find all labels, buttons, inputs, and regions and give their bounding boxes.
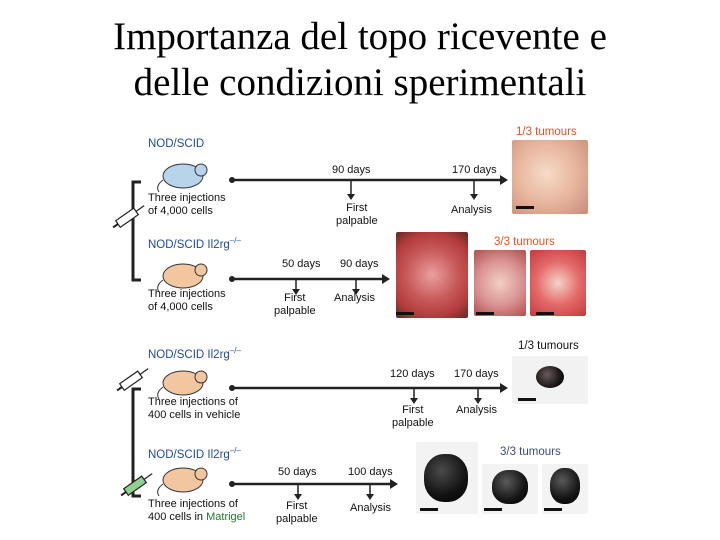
scale-bar-4c — [544, 508, 562, 511]
tumour-count-4: 3/3 tumours — [500, 446, 561, 458]
tumour-count-3: 1/3 tumours — [518, 340, 579, 352]
slide-title: Importanza del topo ricevente e delle co… — [0, 14, 720, 106]
tumour-photo-4a — [416, 442, 478, 514]
tumour-count-2: 3/3 tumours — [494, 236, 555, 248]
syringe-icon-1 — [111, 202, 147, 230]
strain-label-2: NOD/SCID Il2rg–/– — [148, 236, 241, 251]
event-label-2b: Analysis — [334, 292, 375, 305]
scale-bar-2c — [536, 312, 554, 315]
scale-bar-1 — [516, 206, 534, 209]
syringe-icon-matrigel — [119, 470, 155, 498]
tumour-3-shape — [536, 366, 564, 388]
bracket-top — [133, 182, 141, 280]
mouse-icon-blue — [158, 164, 207, 192]
event-label-1b: Analysis — [451, 204, 492, 217]
time-label-3b: 170 days — [454, 368, 499, 381]
title-line-2: delle condizioni sperimentali — [0, 60, 720, 106]
title-line-1: Importanza del topo ricevente e — [0, 14, 720, 60]
time-label-4a: 50 days — [278, 466, 317, 479]
time-label-3a: 120 days — [390, 368, 435, 381]
time-label-1b: 170 days — [452, 164, 497, 177]
timeline-4 — [229, 479, 398, 500]
time-label-2b: 90 days — [340, 258, 379, 271]
scale-bar-2a — [396, 312, 414, 315]
event-label-4b: Analysis — [350, 502, 391, 515]
strain-label-3: NOD/SCID Il2rg–/– — [148, 346, 241, 361]
timeline-1 — [229, 175, 508, 200]
time-label-1a: 90 days — [332, 164, 371, 177]
mouse-icon-orange-3 — [158, 468, 207, 496]
mouse-icon-orange-2 — [158, 371, 207, 399]
scale-bar-4b — [484, 508, 502, 511]
timeline-3 — [229, 383, 508, 404]
tumour-photo-4c — [542, 464, 588, 514]
tumour-4c-shape — [550, 468, 580, 504]
tumour-photo-4b — [482, 464, 538, 514]
event-label-3b: Analysis — [456, 404, 497, 417]
time-label-4b: 100 days — [348, 466, 393, 479]
tumour-4b-shape — [492, 470, 528, 504]
scale-bar-3 — [518, 398, 536, 401]
tumour-4a-shape — [424, 454, 468, 502]
tumour-photo-2a — [396, 232, 468, 318]
tumour-photo-3 — [512, 356, 588, 404]
tumour-photo-2c — [530, 250, 586, 316]
scale-bar-2b — [476, 312, 494, 315]
scale-bar-4a — [420, 508, 438, 511]
strain-label-4: NOD/SCID Il2rg–/– — [148, 446, 241, 461]
tumour-photo-2b — [474, 250, 526, 316]
tumour-photo-1 — [512, 140, 588, 214]
time-label-2a: 50 days — [282, 258, 321, 271]
tumour-count-1: 1/3 tumours — [516, 126, 577, 138]
strain-label-1: NOD/SCID — [148, 138, 204, 150]
